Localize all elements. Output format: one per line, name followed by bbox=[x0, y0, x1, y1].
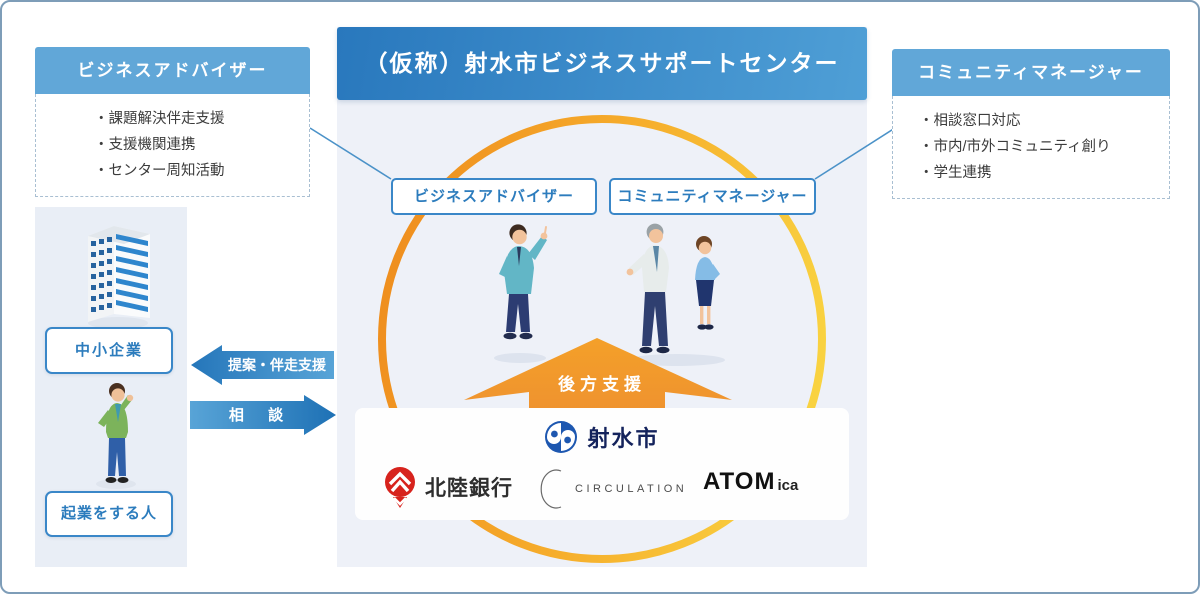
business-advisor-info-box: ビジネスアドバイザー ・課題解決伴走支援 ・支援機関連携 ・センター周知活動 bbox=[35, 47, 310, 197]
advisor-role-box: ビジネスアドバイザー bbox=[391, 178, 597, 215]
atomica-logo-sub-text: ica bbox=[777, 477, 799, 494]
circulation-logo: CIRCULATION bbox=[533, 466, 687, 512]
support-arrow-label: 後方支援 bbox=[558, 375, 646, 394]
list-item: ・課題解決伴走支援 bbox=[94, 111, 225, 127]
atomica-logo: ATOM ica bbox=[703, 470, 798, 494]
community-manager-info-header: コミュニティマネージャー bbox=[892, 49, 1170, 96]
manager-role-box: コミュニティマネージャー bbox=[609, 178, 816, 215]
imizu-logo: 射水市 bbox=[355, 420, 849, 454]
founder-illustration bbox=[96, 383, 136, 489]
community-manager-info-body: ・相談窓口対応 ・市内/市外コミュニティ創り ・学生連携 bbox=[892, 96, 1170, 199]
circulation-logo-text: CIRCULATION bbox=[575, 483, 688, 495]
business-advisor-info-body: ・課題解決伴走支援 ・支援機関連携 ・センター周知活動 bbox=[35, 94, 310, 197]
circulation-logo-mark bbox=[540, 469, 562, 509]
proposal-arrow-label: 提案・伴走支援 bbox=[228, 357, 326, 373]
advisor-illustration bbox=[499, 224, 548, 340]
proposal-arrow bbox=[191, 345, 334, 385]
woman-illustration bbox=[695, 236, 720, 330]
list-item: ・市内/市外コミュニティ創り bbox=[919, 139, 1111, 155]
hokuriku-logo-mark bbox=[385, 467, 415, 508]
community-manager-info-box: コミュニティマネージャー ・相談窓口対応 ・市内/市外コミュニティ創り ・学生連… bbox=[892, 49, 1170, 199]
founder-box: 起業をする人 bbox=[45, 491, 173, 537]
list-item: ・センター周知活動 bbox=[94, 163, 225, 179]
imizu-logo-text: 射水市 bbox=[587, 426, 660, 451]
imizu-logo-mark bbox=[545, 421, 578, 453]
building-illustration bbox=[88, 226, 150, 329]
business-advisor-info-header: ビジネスアドバイザー bbox=[35, 47, 310, 94]
partners-panel: 射水市 北陸銀行 CIRCULATION ATOM ica bbox=[355, 408, 849, 520]
consult-arrow bbox=[190, 395, 336, 435]
list-item: ・相談窓口対応 bbox=[919, 113, 1021, 129]
list-item: ・学生連携 bbox=[919, 165, 992, 181]
list-item: ・支援機関連携 bbox=[94, 137, 196, 153]
atomica-logo-main-text: ATOM bbox=[703, 468, 776, 495]
page-title: （仮称）射水市ビジネスサポートセンター bbox=[337, 27, 867, 100]
hokuriku-bank-logo: 北陸銀行 bbox=[381, 466, 513, 508]
hokuriku-logo-text: 北陸銀行 bbox=[425, 477, 513, 500]
consult-arrow-label: 相 談 bbox=[228, 407, 294, 424]
sme-box: 中小企業 bbox=[45, 327, 173, 374]
